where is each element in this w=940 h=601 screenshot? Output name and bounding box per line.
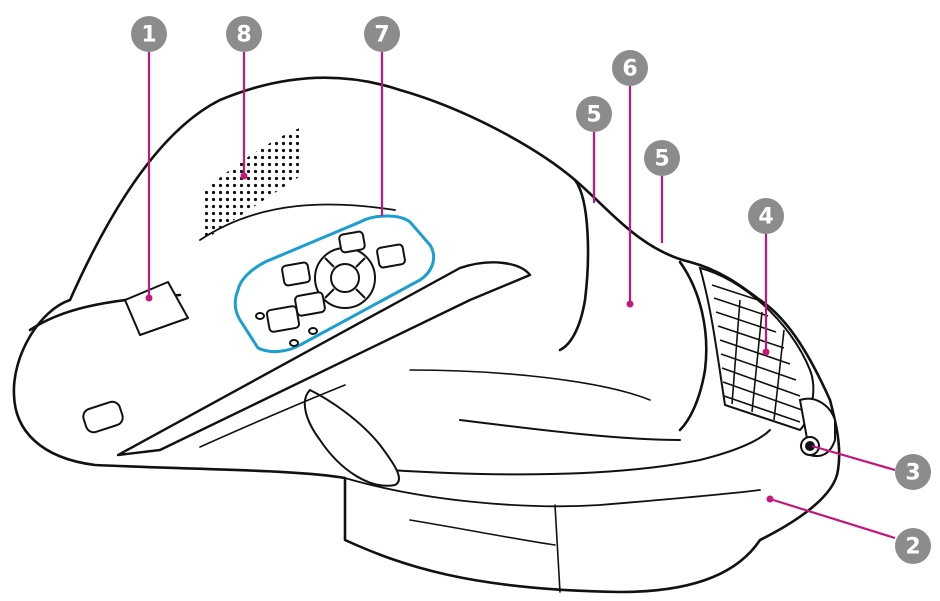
callout-marker-icon: [226, 16, 262, 52]
leader-line-2: [769, 497, 896, 540]
leader-dot-4: [762, 348, 770, 356]
leader-line-3: [811, 444, 896, 472]
callout-1: 1: [131, 16, 167, 52]
leader-dot-8: [240, 172, 248, 180]
callout-marker-icon: [895, 528, 931, 564]
callout-5b: 5: [644, 140, 680, 176]
callout-label: 4: [758, 205, 773, 230]
callout-3: 3: [895, 454, 931, 490]
speaker-grille: [205, 128, 302, 240]
leader-dot-1: [145, 294, 153, 302]
air-vent: [698, 266, 815, 432]
callout-label: 3: [905, 461, 920, 486]
callout-marker-icon: [576, 96, 612, 132]
callout-6: 6: [612, 50, 648, 86]
callout-label: 5: [586, 103, 601, 128]
callout-label: 5: [654, 147, 669, 172]
callout-marker-icon: [748, 198, 784, 234]
leader-lines: [147, 52, 896, 540]
leader-dot-6: [626, 300, 634, 308]
callout-label: 7: [374, 23, 389, 48]
callout-2: 2: [895, 528, 931, 564]
callout-label: 8: [236, 23, 251, 48]
callout-marker-icon: [131, 16, 167, 52]
callout-marker-icon: [364, 16, 400, 52]
callout-marker-icon: [895, 454, 931, 490]
lens-window: [798, 397, 836, 458]
callout-label: 6: [622, 57, 637, 82]
callout-4: 4: [748, 198, 784, 234]
callout-label: 1: [141, 23, 156, 48]
callout-8: 8: [226, 16, 262, 52]
callout-5a: 5: [576, 96, 612, 132]
callout-label: 2: [905, 535, 920, 560]
leader-dot-2: [766, 495, 774, 503]
callout-marker-icon: [612, 50, 648, 86]
callout-marker-icon: [644, 140, 680, 176]
leader-dots: [145, 172, 774, 503]
callout-7: 7: [364, 16, 400, 52]
control-panel: [233, 214, 436, 354]
